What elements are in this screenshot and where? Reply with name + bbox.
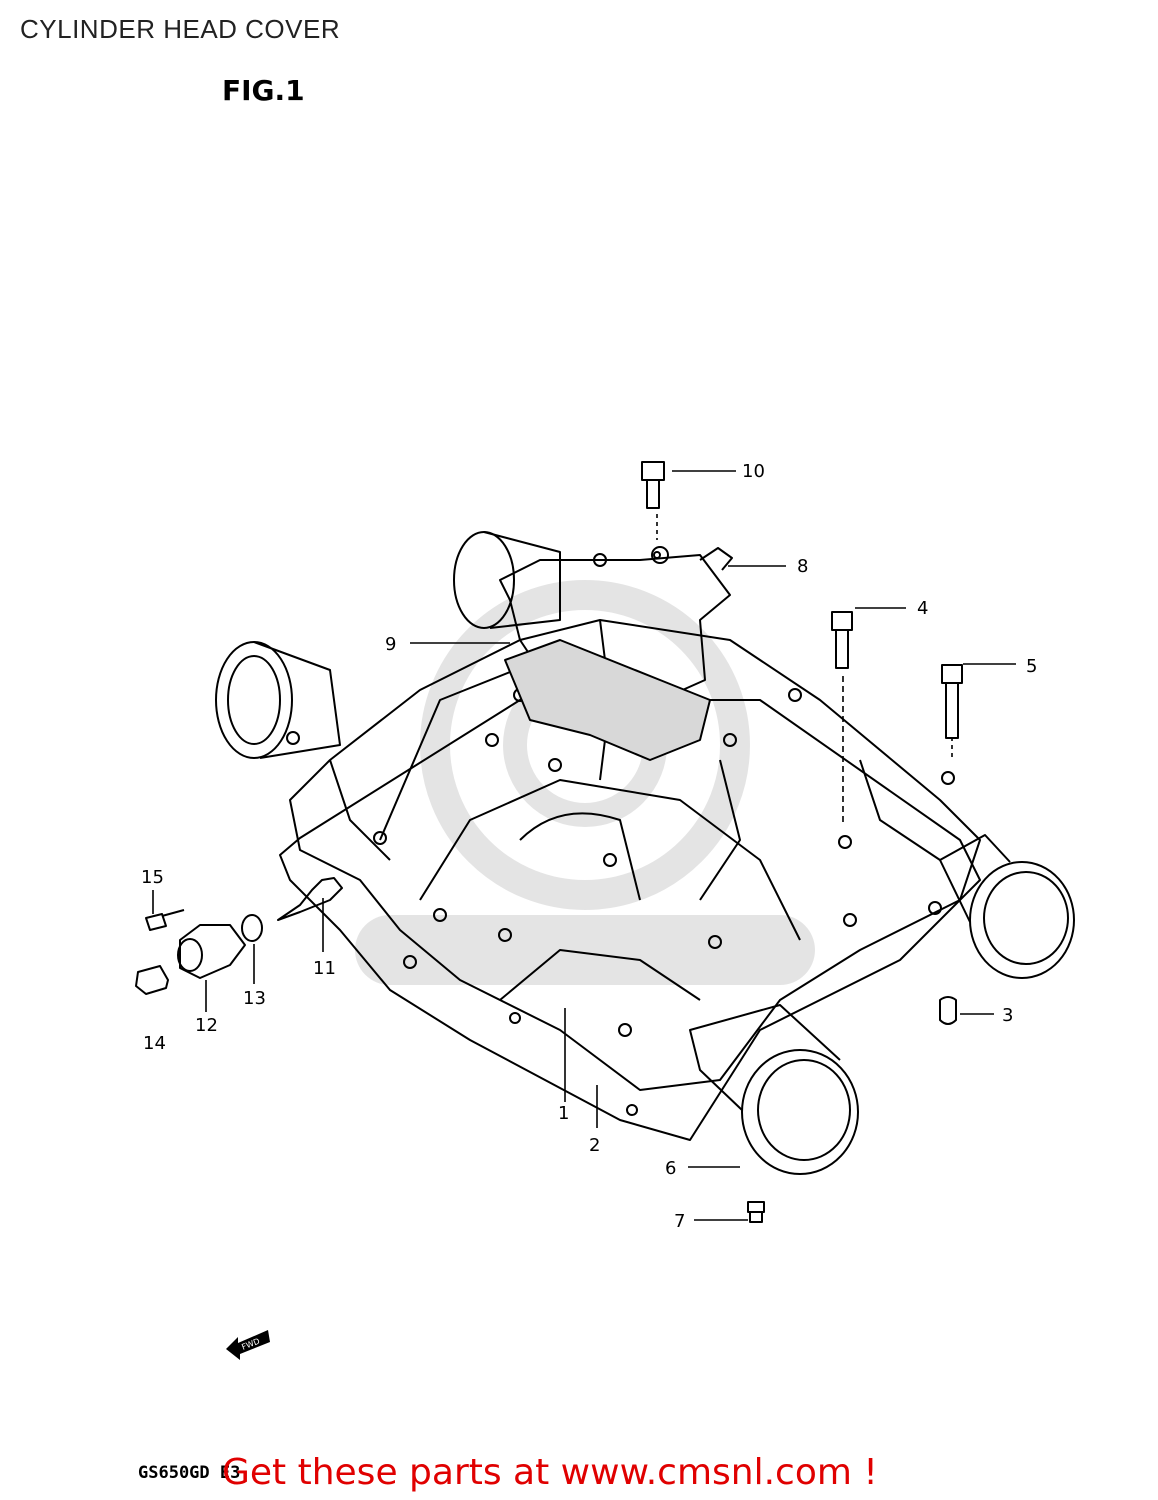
callout-15: 15 <box>141 867 164 888</box>
fwd-arrow-icon: FWD <box>226 1330 270 1360</box>
bolt-5 <box>941 664 963 739</box>
bolt-10 <box>641 461 665 509</box>
cylinder-head-cover <box>289 619 981 1091</box>
head-cover-gasket <box>279 699 981 1141</box>
model-code: GS650GD E3 <box>138 1463 241 1483</box>
callout-13: 13 <box>243 988 266 1009</box>
callout-11: 11 <box>313 958 336 979</box>
callout-12: 12 <box>195 1015 218 1036</box>
breather-gasket <box>504 639 711 761</box>
get-parts-link[interactable]: Get these parts at www.cmsnl.com ! <box>222 1452 878 1493</box>
breather-cover <box>499 554 731 701</box>
callout-9: 9 <box>385 634 396 655</box>
dowel-pin <box>939 996 957 1025</box>
callout-14: 14 <box>143 1033 166 1054</box>
callout-5: 5 <box>1026 656 1037 677</box>
cam-end-cap-rear-right <box>453 531 515 629</box>
callout-7: 7 <box>674 1211 685 1232</box>
callout-10: 10 <box>742 461 765 482</box>
callout-1: 1 <box>558 1103 569 1124</box>
tacho-drive-gear <box>277 877 343 921</box>
cam-end-cap-6-front <box>741 1049 859 1175</box>
bolt-4 <box>831 611 853 669</box>
page-title: CYLINDER HEAD COVER <box>20 14 341 44</box>
figure-label: FIG.1 <box>222 74 305 107</box>
screw-7 <box>747 1201 765 1223</box>
tacho-housing <box>179 924 246 979</box>
oil-seal <box>241 914 263 942</box>
callout-2: 2 <box>589 1135 600 1156</box>
callout-3: 3 <box>1002 1005 1013 1026</box>
callout-8: 8 <box>797 556 808 577</box>
cam-end-cap-6-rear <box>969 861 1075 979</box>
callout-6: 6 <box>665 1158 676 1179</box>
callout-4: 4 <box>917 598 928 619</box>
plug-14 <box>135 965 169 995</box>
screw-15 <box>145 909 185 931</box>
